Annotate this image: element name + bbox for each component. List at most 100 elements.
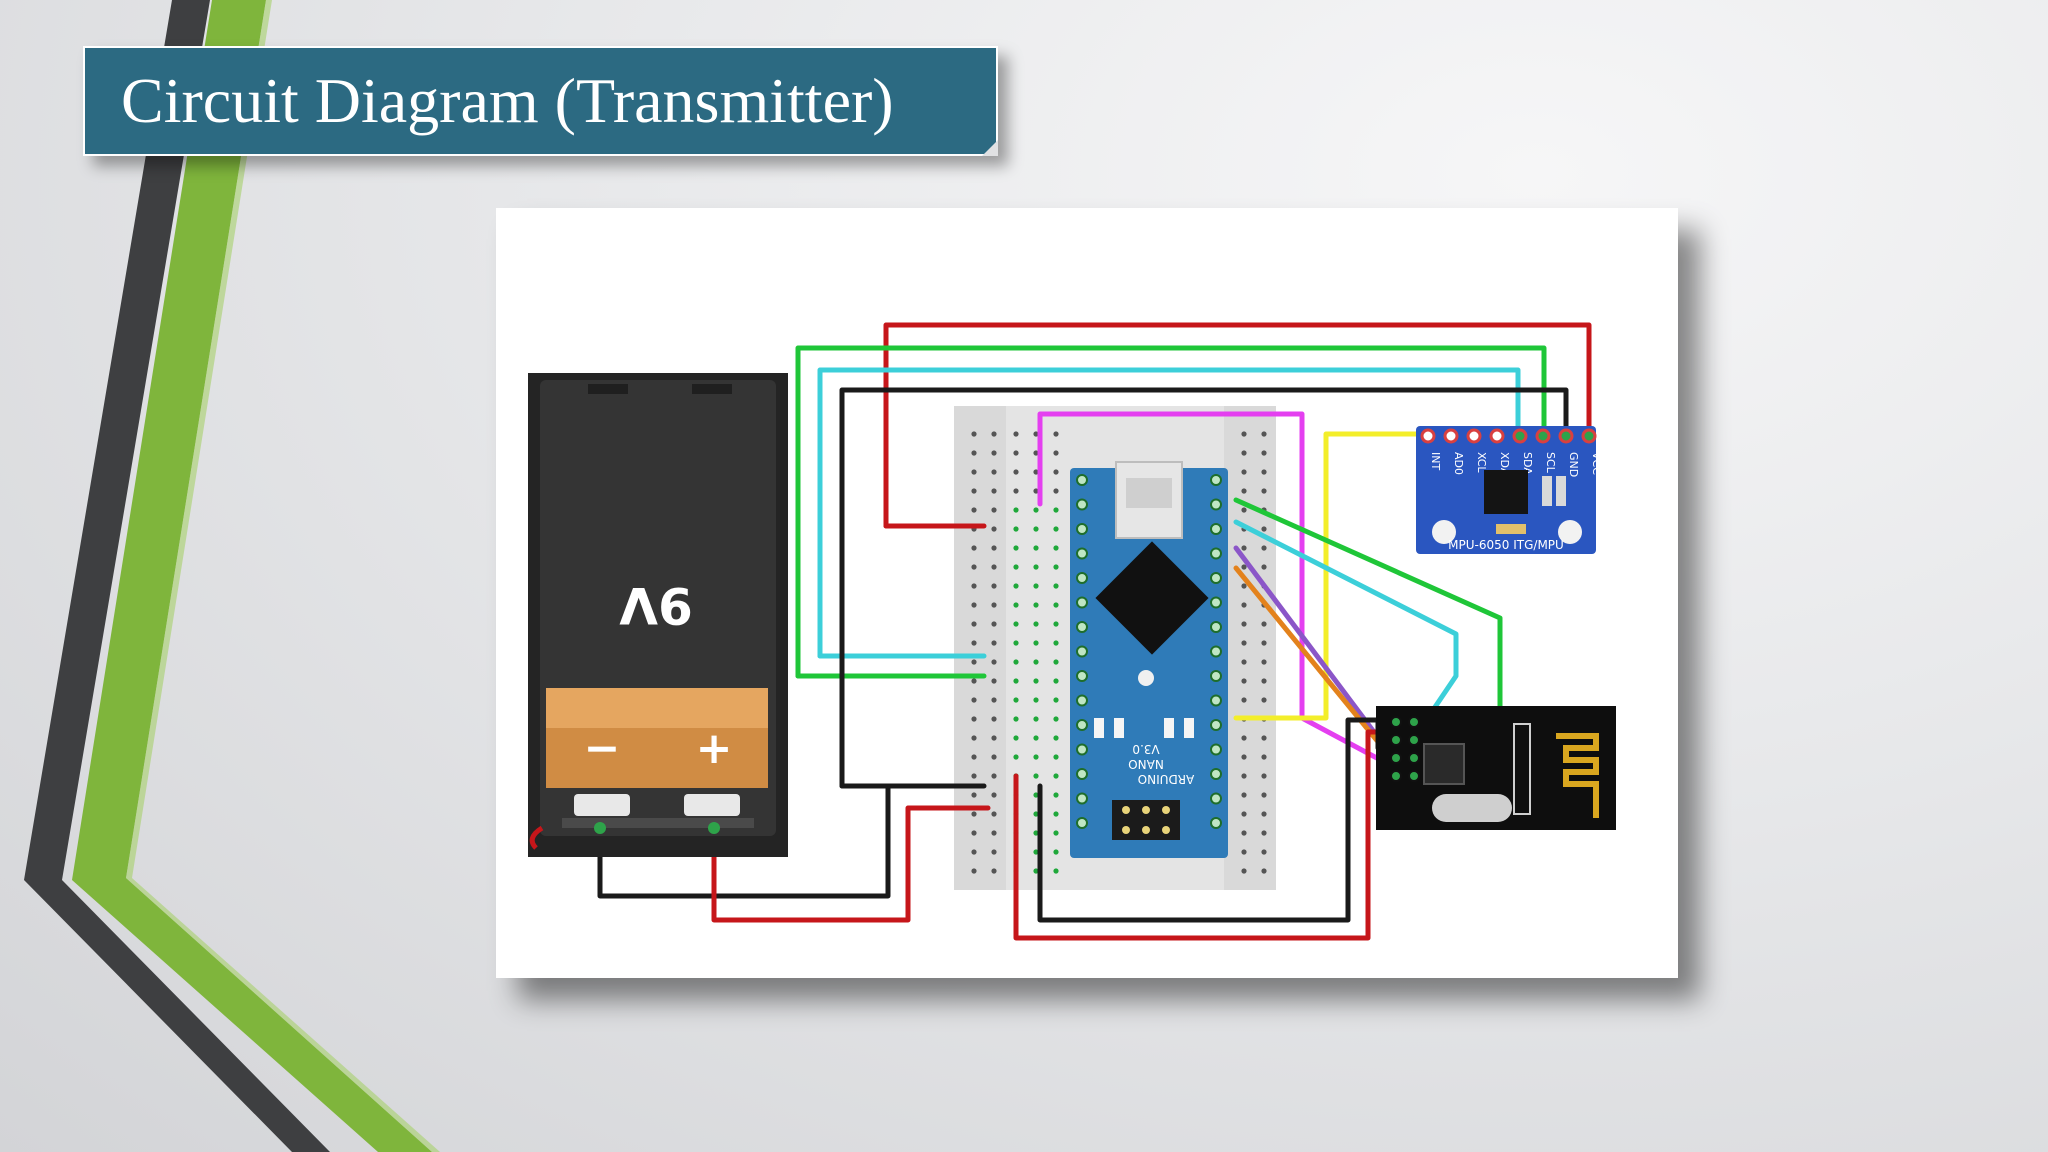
breadboard-hole xyxy=(971,716,977,722)
icsp-pin xyxy=(1142,806,1150,814)
breadboard-hole xyxy=(1013,678,1019,684)
breadboard-hole xyxy=(1053,507,1059,513)
breadboard-hole xyxy=(1033,754,1039,760)
breadboard-hole xyxy=(1261,564,1267,570)
mpu-pin xyxy=(1466,428,1482,444)
breadboard-hole xyxy=(1261,450,1267,456)
nano-pin xyxy=(1076,498,1088,511)
breadboard-hole xyxy=(1261,545,1267,551)
breadboard-hole xyxy=(991,488,997,494)
mpu-pin-label: INT xyxy=(1429,452,1442,470)
breadboard-hole xyxy=(1013,583,1019,589)
nano-pins-left xyxy=(1076,474,1088,829)
breadboard-hole xyxy=(1053,716,1059,722)
breadboard-hole xyxy=(1013,735,1019,741)
breadboard-hole xyxy=(1261,773,1267,779)
wire-magenta-nrf xyxy=(1037,411,1391,767)
breadboard-hole xyxy=(1033,792,1039,798)
nano-pin xyxy=(1210,645,1222,658)
breadboard-hole xyxy=(1261,792,1267,798)
breadboard-hole xyxy=(1261,431,1267,437)
breadboard-hole xyxy=(1261,621,1267,627)
breadboard-hole xyxy=(1033,697,1039,703)
breadboard-hole xyxy=(1053,811,1059,817)
nano-version-label: V3.0 xyxy=(1132,742,1159,756)
breadboard-hole xyxy=(971,792,977,798)
nrf-pin xyxy=(1408,734,1420,746)
breadboard-hole xyxy=(1261,469,1267,475)
breadboard-hole xyxy=(1013,469,1019,475)
nano-model-label: NANO xyxy=(1128,757,1164,771)
breadboard-hole xyxy=(1241,849,1247,855)
breadboard-hole xyxy=(1241,678,1247,684)
icsp-pin xyxy=(1142,826,1150,834)
breadboard-hole xyxy=(991,716,997,722)
circuit-diagram-svg: 9V − + xyxy=(528,322,1616,941)
breadboard-hole xyxy=(1033,450,1039,456)
breadboard-hole xyxy=(1261,697,1267,703)
breadboard-hole xyxy=(1261,735,1267,741)
nano-pin xyxy=(1210,474,1222,486)
nrf-pin xyxy=(1408,752,1420,764)
breadboard-hole xyxy=(1013,564,1019,570)
battery-pos-terminal xyxy=(684,794,740,816)
breadboard-hole xyxy=(1033,640,1039,646)
wire-cyan-mpu-sda xyxy=(817,367,1521,659)
breadboard-hole xyxy=(1033,830,1039,836)
breadboard-hole xyxy=(1033,735,1039,741)
breadboard-hole xyxy=(971,659,977,665)
breadboard-hole xyxy=(1053,830,1059,836)
breadboard-hole xyxy=(971,488,977,494)
mpu-pin xyxy=(1558,428,1574,444)
battery-neg-terminal xyxy=(574,794,630,816)
mpu-pin xyxy=(1535,428,1551,444)
nrf-pin xyxy=(1408,716,1420,728)
breadboard-hole xyxy=(1033,545,1039,551)
breadboard-hole xyxy=(991,507,997,513)
breadboard-hole xyxy=(1241,811,1247,817)
breadboard-hole xyxy=(1241,659,1247,665)
nano-pin xyxy=(1210,719,1222,731)
breadboard-hole xyxy=(991,678,997,684)
nano-icsp-pins xyxy=(1122,806,1170,834)
breadboard-hole xyxy=(1241,792,1247,798)
breadboard-hole xyxy=(1053,640,1059,646)
breadboard-hole xyxy=(991,868,997,874)
wire-black-battery-neg xyxy=(597,783,891,899)
breadboard-hole xyxy=(1013,545,1019,551)
nano-pin xyxy=(1210,596,1222,609)
breadboard-hole xyxy=(1053,602,1059,608)
breadboard-hole xyxy=(1033,507,1039,513)
breadboard-hole xyxy=(1053,773,1059,779)
breadboard-hole xyxy=(971,507,977,513)
breadboard-hole xyxy=(1033,773,1039,779)
nano-pin xyxy=(1076,670,1088,682)
mpu-pin xyxy=(1443,428,1459,444)
breadboard-hole xyxy=(1053,526,1059,532)
nano-pin xyxy=(1076,694,1088,707)
breadboard-hole xyxy=(1053,697,1059,703)
breadboard-hole xyxy=(1013,621,1019,627)
breadboard-hole xyxy=(1053,545,1059,551)
breadboard-hole xyxy=(1013,716,1019,722)
breadboard-hole xyxy=(991,792,997,798)
nano-pin xyxy=(1076,621,1088,633)
breadboard-hole xyxy=(971,602,977,608)
nano-pin xyxy=(1076,719,1088,731)
breadboard-hole xyxy=(1241,868,1247,874)
slide-title: Circuit Diagram (Transmitter) xyxy=(121,65,894,136)
breadboard-hole xyxy=(971,621,977,627)
breadboard-hole xyxy=(1241,735,1247,741)
breadboard-hole xyxy=(1053,469,1059,475)
breadboard-hole xyxy=(1241,754,1247,760)
breadboard-hole xyxy=(971,754,977,760)
breadboard-hole xyxy=(971,849,977,855)
nano-pin xyxy=(1076,474,1088,486)
breadboard-hole xyxy=(1261,488,1267,494)
breadboard-hole xyxy=(991,849,997,855)
mpu-pin-label: XCL xyxy=(1475,452,1488,473)
breadboard-hole xyxy=(1053,431,1059,437)
breadboard-hole xyxy=(1261,678,1267,684)
